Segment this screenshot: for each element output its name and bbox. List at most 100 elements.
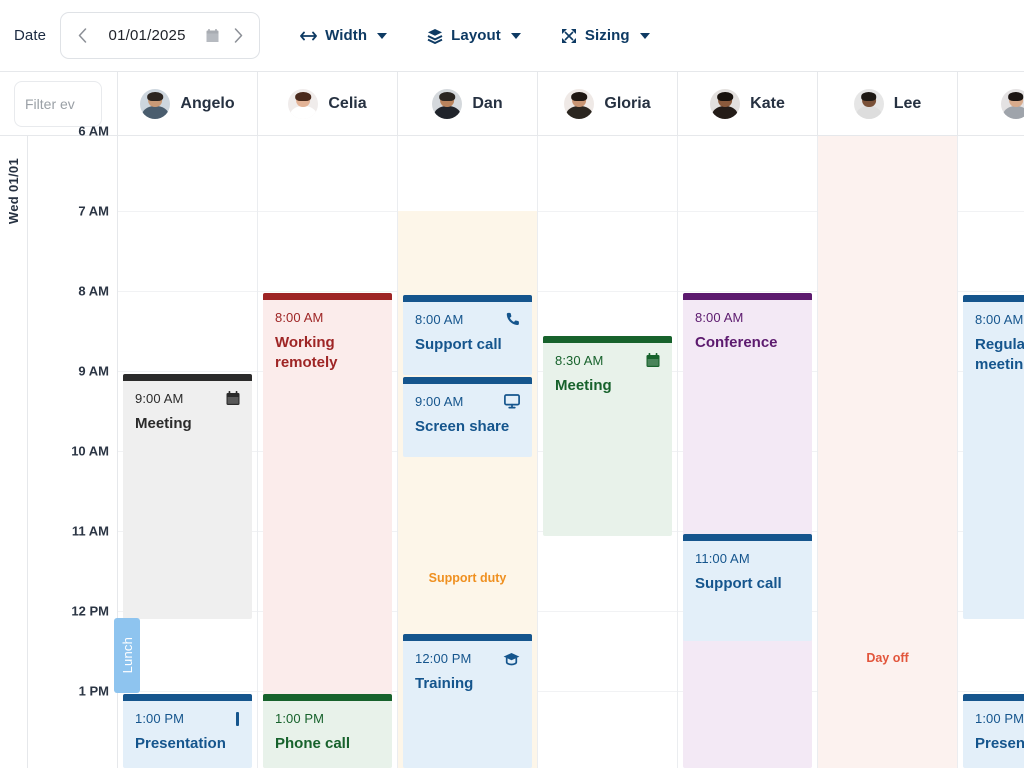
width-menu-button[interactable]: Width [300,27,388,44]
toolbar: Date 01/01/2025 Width [0,0,1024,72]
time-tick: 11 AM [71,523,109,539]
avatar-m [1000,88,1024,119]
resource-column-celia[interactable] [258,136,398,768]
chevron-down-icon [639,32,650,39]
event-time: 8:00 AM [695,310,744,325]
time-tick: 12 PM [71,603,109,619]
chevron-down-icon [377,32,388,39]
time-tick: 8 AM [78,283,109,299]
time-tick: 9 AM [78,363,109,379]
resource-name-celia: Celia [328,94,367,112]
time-tick: 10 AM [71,443,109,459]
event-accent-bar [263,293,392,300]
avatar-celia [288,88,319,119]
event-accent-bar [263,694,392,701]
resource-header-row: Filter ev Angelo Celia Dan Gloria Kate LeeM [0,72,1024,136]
event-title: Screen share [415,418,510,435]
resource-name-kate: Kate [750,94,785,112]
event-card[interactable]: 1:00 PM Presentation [123,694,252,768]
event-card[interactable]: 9:00 AM Screen share [403,377,532,457]
grid-hour-line [118,211,1024,212]
event-card[interactable]: 8:00 AM Conference [683,293,812,768]
event-title: Support call [695,575,782,592]
grid-hour-line [118,291,1024,292]
resource-header-lee[interactable]: Lee [818,72,958,135]
calendar-icon[interactable] [201,21,223,51]
day-label-strip: Wed 01/01 [0,136,28,768]
calendar-icon [646,353,660,368]
date-label: Date [14,27,47,44]
event-accent-bar [963,694,1024,701]
event-title: Conference [695,334,778,351]
grid-hour-line [118,691,1024,692]
event-time: 8:00 AM [415,312,464,327]
event-title: Meeting [555,377,612,394]
resource-header-m[interactable]: M [958,72,1024,135]
lunch-badge[interactable]: Lunch [114,618,140,693]
event-title: Phone call [275,735,351,752]
date-picker[interactable]: 01/01/2025 [60,12,261,59]
sizing-menu-button[interactable]: Sizing [561,27,650,44]
expand-arrows-icon [561,28,577,44]
avatar-kate [710,88,741,119]
avatar-angelo [140,88,171,119]
event-accent-bar [963,295,1024,302]
event-accent-bar [683,534,812,541]
day-label: Wed 01/01 [6,158,21,225]
resource-header-dan[interactable]: Dan [398,72,538,135]
event-accent-bar [123,374,252,381]
event-accent-bar [403,295,532,302]
event-time: 8:30 AM [555,353,604,368]
resource-header-kate[interactable]: Kate [678,72,818,135]
avatar-lee [853,88,884,119]
time-tick: 7 AM [78,203,109,219]
event-title: Presentation [975,735,1024,752]
event-title: Working remotely [275,334,338,372]
event-time: 9:00 AM [135,391,184,406]
monitor-icon [504,394,520,409]
resource-column-lee[interactable] [818,136,958,768]
event-accent-bar [403,634,532,641]
resource-header-celia[interactable]: Celia [258,72,398,135]
avatar-dan [432,88,463,119]
event-time: 12:00 PM [415,651,472,666]
resource-header-gloria[interactable]: Gloria [538,72,678,135]
event-card[interactable]: 8:30 AM Meeting [543,336,672,536]
sizing-menu-label: Sizing [584,27,630,44]
filter-input[interactable]: Filter ev [14,80,102,127]
event-time: 1:00 PM [135,711,185,726]
layout-menu-button[interactable]: Layout [427,27,521,44]
event-accent-bar [123,694,252,701]
prev-date-button[interactable] [71,21,93,51]
chevron-down-icon [510,32,521,39]
layout-menu-label: Layout [451,27,501,44]
lunch-badge-label: Lunch [119,637,135,674]
resource-name-angelo: Angelo [180,94,235,112]
event-time: 9:00 AM [415,394,464,409]
resource-column-kate[interactable] [678,136,818,768]
resource-column-gloria[interactable] [538,136,678,768]
event-card[interactable]: 8:00 AMRegular meeting [963,295,1024,619]
resource-column-angelo[interactable] [118,136,258,768]
event-time: 8:00 AM [975,312,1024,327]
resource-header-angelo[interactable]: Angelo [118,72,258,135]
event-title: Support call [415,336,502,353]
resource-name-gloria: Gloria [604,94,651,112]
event-card[interactable]: 8:00 AM Support call [403,295,532,375]
arrows-horizontal-icon [300,30,317,42]
event-title: Presentation [135,735,226,752]
resource-column-dan[interactable] [398,136,538,768]
event-accent-bar [543,336,672,343]
next-date-button[interactable] [227,21,249,51]
calendar-icon [226,391,240,406]
layers-icon [427,28,443,44]
date-value[interactable]: 01/01/2025 [108,27,186,44]
